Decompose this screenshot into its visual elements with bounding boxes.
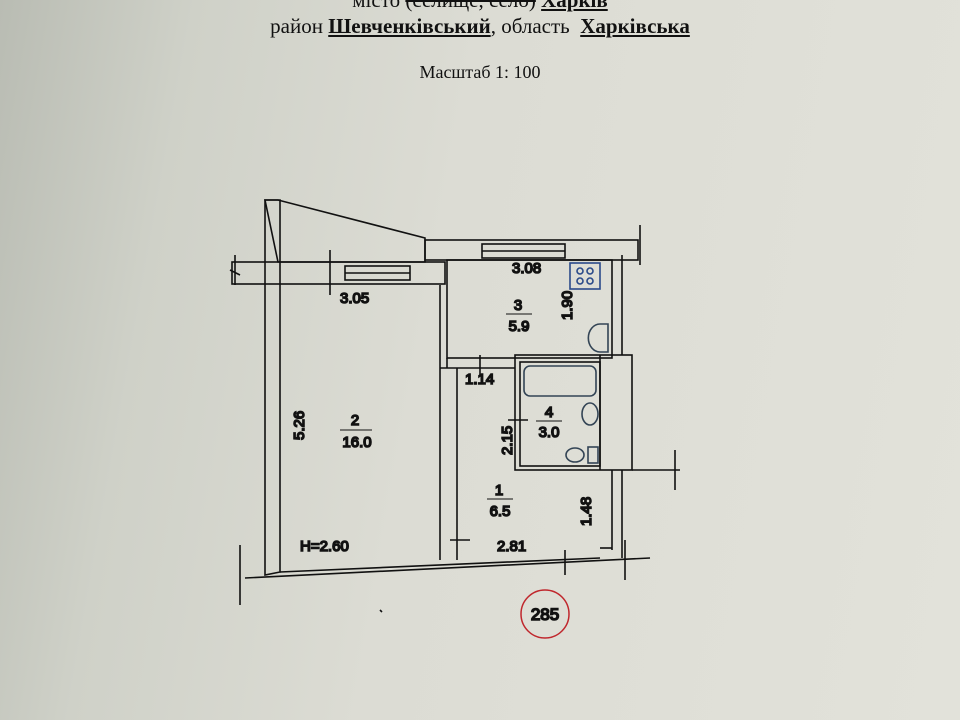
toilet-icon <box>565 447 585 463</box>
bathtub-icon <box>523 365 597 397</box>
sink-icon <box>581 402 599 426</box>
dim-room2-width: 3.05 <box>340 290 369 307</box>
room2-number: 2 <box>351 412 359 429</box>
left-wall <box>264 199 281 576</box>
scale-label: Масштаб 1: 100 <box>419 62 541 82</box>
dim-kitchen-length: 1.90 <box>559 291 576 320</box>
ceiling-height: H=2.60 <box>300 538 349 555</box>
dim-room2-length: 5.26 <box>291 411 308 440</box>
room3-area: 5.9 <box>509 318 530 335</box>
kitchen <box>446 259 613 359</box>
dim-corridor-top: 1.14 <box>465 371 494 388</box>
dim-corridor-bottom: 2.81 <box>497 538 526 555</box>
city-prefix: місто <box>352 0 401 12</box>
dim-kitchen-width: 3.08 <box>512 260 541 277</box>
dim-corridor-right: 1.48 <box>578 497 595 526</box>
stamp-number: 285 <box>531 605 559 624</box>
district-line: район Шевченківський, область Харківська <box>0 14 960 39</box>
room4-area: 3.0 <box>539 424 560 441</box>
district-prefix: район <box>270 14 323 38</box>
city-value: Харків <box>541 0 608 12</box>
room2-area: 16.0 <box>342 434 371 451</box>
bottom-wall <box>244 557 651 579</box>
bathroom-block <box>514 354 633 471</box>
city-line: місто (селище, село) Харків <box>0 0 960 13</box>
page-stamp <box>520 589 570 639</box>
district-value: Шевченківський <box>328 14 491 38</box>
region-value: Харківська <box>580 14 690 38</box>
kitchen-top-wall <box>424 239 639 261</box>
dim-corridor-side: 2.15 <box>499 426 516 455</box>
room1-area: 6.5 <box>490 503 511 520</box>
kitchen-sink-icon <box>587 323 609 353</box>
stove-icon <box>569 262 601 290</box>
room4-number: 4 <box>545 404 553 421</box>
room1-number: 1 <box>495 482 503 499</box>
region-prefix: , область <box>490 14 570 38</box>
balcony <box>264 199 426 263</box>
room3-number: 3 <box>514 297 522 314</box>
room2-top-wall <box>231 261 446 285</box>
city-struck: (селище, село) <box>405 0 536 12</box>
